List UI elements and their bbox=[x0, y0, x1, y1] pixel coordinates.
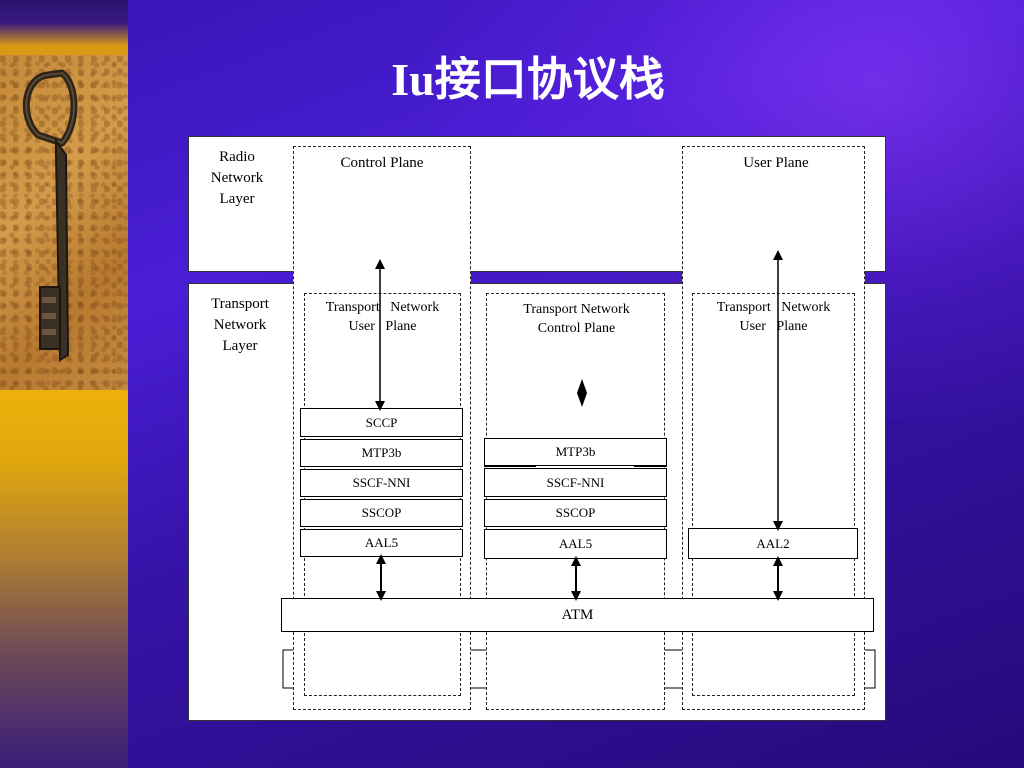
aal2-layer: AAL2 bbox=[688, 528, 858, 559]
mtp3b-divider-right bbox=[634, 465, 667, 467]
control-plane-label: Control Plane bbox=[340, 155, 424, 171]
key-photo bbox=[0, 55, 128, 390]
tn-control-plane-label: Transport Network Control Plane bbox=[523, 302, 630, 336]
control-plane-frame bbox=[293, 146, 471, 710]
aal5-layer-middle: AAL5 bbox=[484, 529, 667, 559]
user-plane-label: User Plane bbox=[743, 155, 809, 171]
mtp3b-divider-left bbox=[484, 465, 536, 467]
bottom-brackets bbox=[282, 649, 876, 689]
user-plane-frame bbox=[682, 146, 865, 710]
tn-user-plane-right-label: Transport Network User Plane bbox=[716, 300, 831, 334]
sscop-layer-middle: SSCOP bbox=[484, 499, 667, 527]
sscop-layer-left: SSCOP bbox=[300, 499, 463, 527]
tn-user-plane-left-label: Transport Network User Plane bbox=[325, 300, 440, 334]
sscf-nni-layer-middle: SSCF-NNI bbox=[484, 468, 667, 497]
tn-control-diamond-icon bbox=[577, 379, 587, 407]
mtp3b-layer-middle: MTP3b bbox=[484, 438, 667, 466]
transport-network-layer-label: Transport Network Layer bbox=[211, 296, 269, 354]
sscf-nni-layer-left: SSCF-NNI bbox=[300, 469, 463, 497]
slide-title: Iu接口协议栈 bbox=[391, 54, 665, 105]
radio-network-layer-label: Radio Network Layer bbox=[210, 149, 264, 207]
key-icon bbox=[22, 69, 78, 362]
sccp-layer: SCCP bbox=[300, 408, 463, 437]
mtp3b-layer-left: MTP3b bbox=[300, 439, 463, 467]
